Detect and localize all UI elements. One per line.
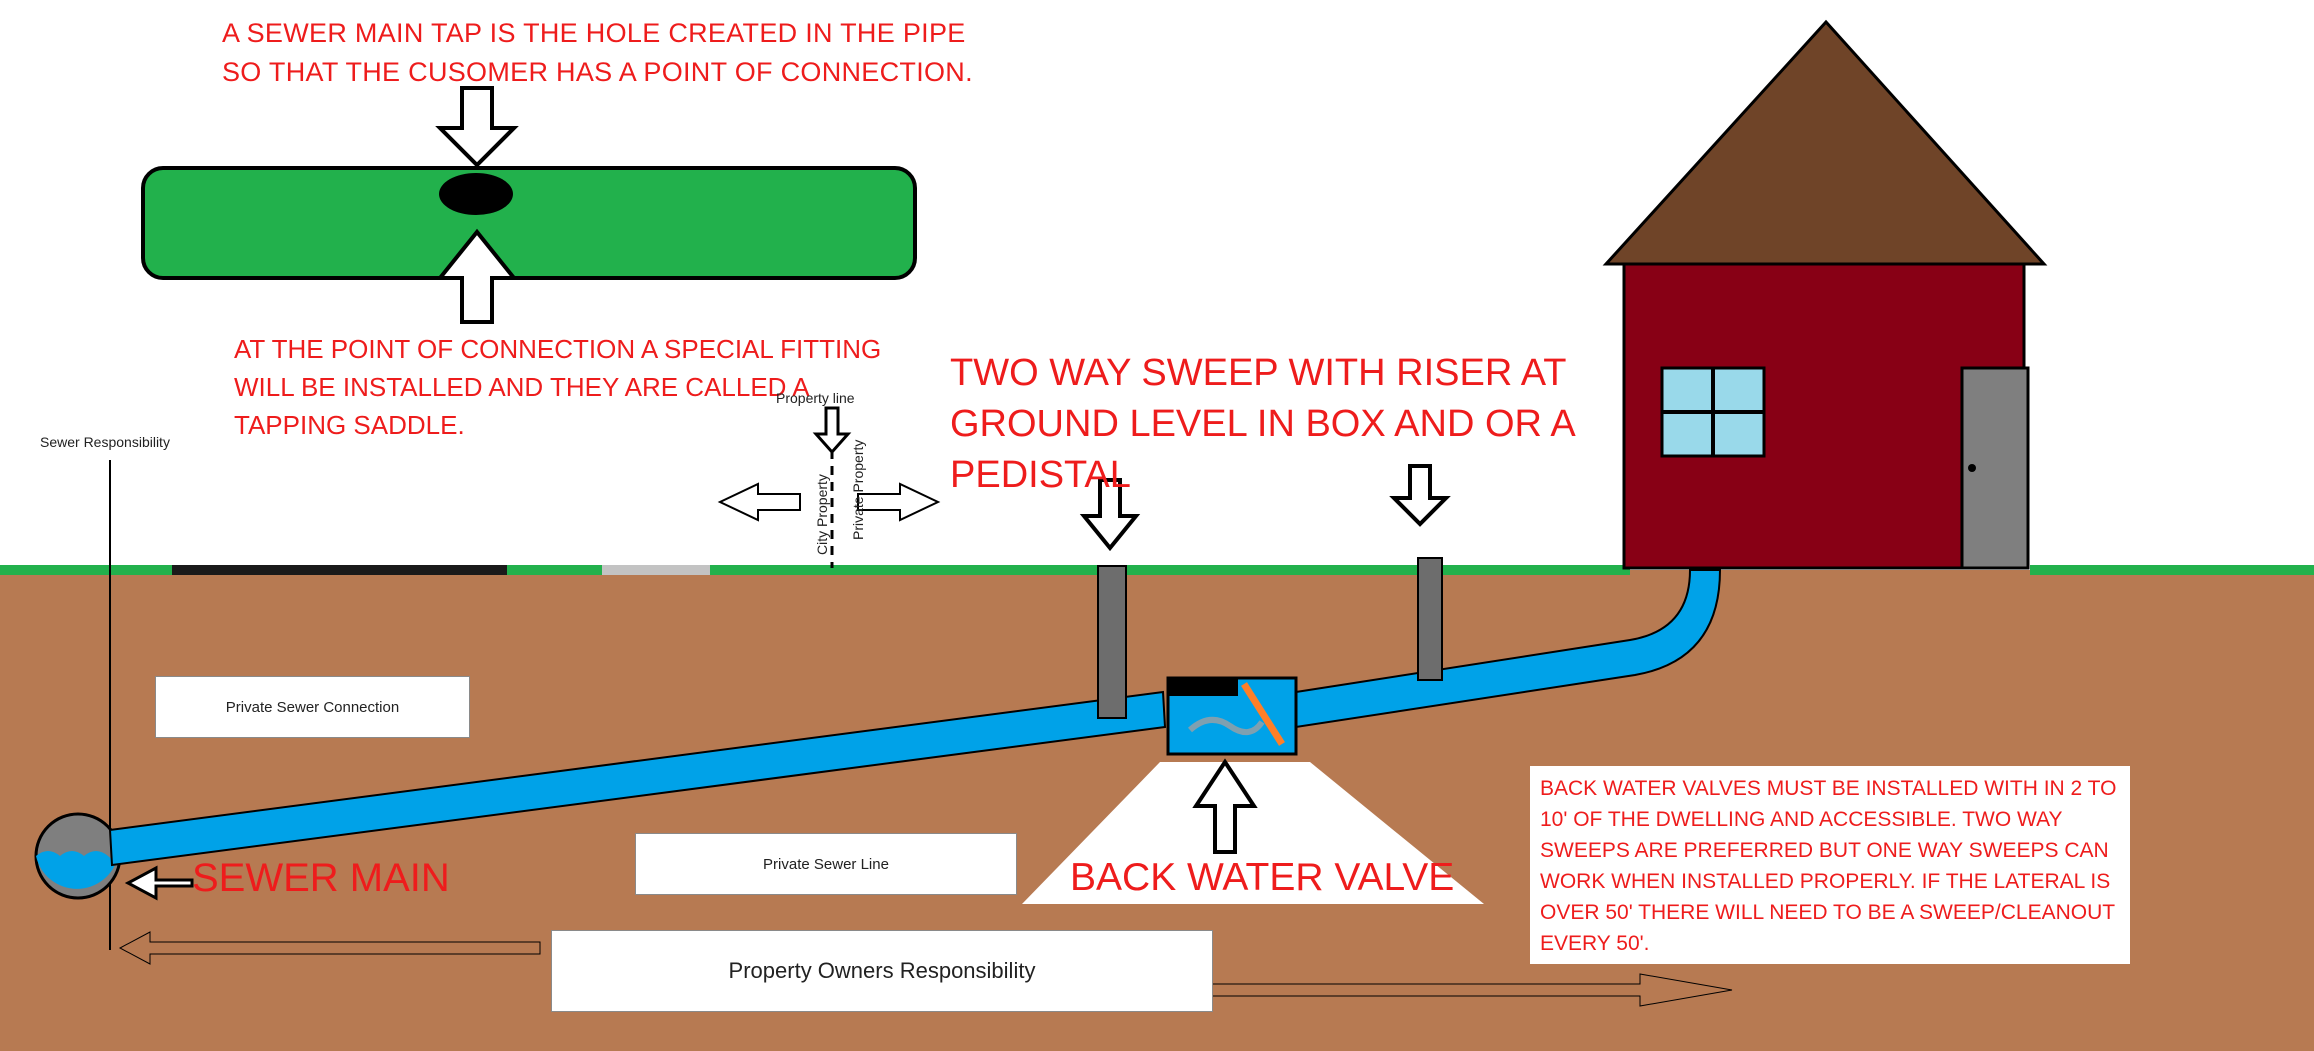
responsibility-arrows <box>118 931 1733 1007</box>
left-arrow-icon <box>124 865 194 901</box>
private-side-arrow-icon <box>857 482 941 522</box>
house <box>1602 19 2048 570</box>
back-water-valve-label: BACK WATER VALVE <box>1070 856 1455 899</box>
city-side-arrow-icon <box>717 482 801 522</box>
cleanout-risers <box>1079 464 1451 719</box>
back-water-notice-box <box>1530 766 2130 964</box>
ground-surface <box>0 565 2314 575</box>
private-property-label: Private Property <box>850 439 866 540</box>
tap-hole <box>439 173 513 215</box>
private-sewer-line-box: Private Sewer Line <box>635 833 1017 895</box>
back-water-valve-box <box>1022 676 1484 904</box>
city-property-label: City Property <box>814 474 830 555</box>
property-line-marker <box>717 406 941 568</box>
door-knob <box>1968 464 1976 472</box>
private-sewer-connection-box: Private Sewer Connection <box>155 676 470 738</box>
valve-up-arrow-icon <box>1192 758 1258 854</box>
up-arrow-icon <box>435 228 519 324</box>
lateral-pipe <box>108 569 1722 867</box>
sewer-responsibility-label: Sewer Responsibility <box>40 434 170 450</box>
owner-left-arrow-icon <box>118 931 541 965</box>
sewer-main-label: SEWER MAIN <box>192 856 450 900</box>
roof <box>1602 19 2048 266</box>
sewer-main-pipe <box>34 812 194 901</box>
riser-arrow-left-icon <box>1079 478 1141 552</box>
tapped-pipe <box>141 86 917 324</box>
owner-right-arrow-icon <box>1211 973 1733 1007</box>
property-line-arrow-icon <box>812 406 852 455</box>
property-line-label: Property line <box>776 390 855 406</box>
private-sewer-line-label: Private Sewer Line <box>763 855 889 873</box>
property-owners-responsibility-box: Property Owners Responsibility <box>551 930 1213 1012</box>
private-sewer-connection-label: Private Sewer Connection <box>225 698 400 716</box>
tap-note: A SEWER MAIN TAP IS THE HOLE CREATED IN … <box>222 18 973 87</box>
riser-arrow-right-icon <box>1389 464 1451 527</box>
sweep-note: TWO WAY SWEEP WITH RISER AT GROUND LEVEL… <box>950 352 1576 496</box>
back-water-note: BACK WATER VALVES MUST BE INSTALLED WITH… <box>1540 777 2117 955</box>
property-owners-responsibility-label: Property Owners Responsibility <box>728 958 1036 983</box>
down-arrow-icon <box>435 86 519 168</box>
saddle-note: AT THE POINT OF CONNECTION A SPECIAL FIT… <box>234 334 882 440</box>
